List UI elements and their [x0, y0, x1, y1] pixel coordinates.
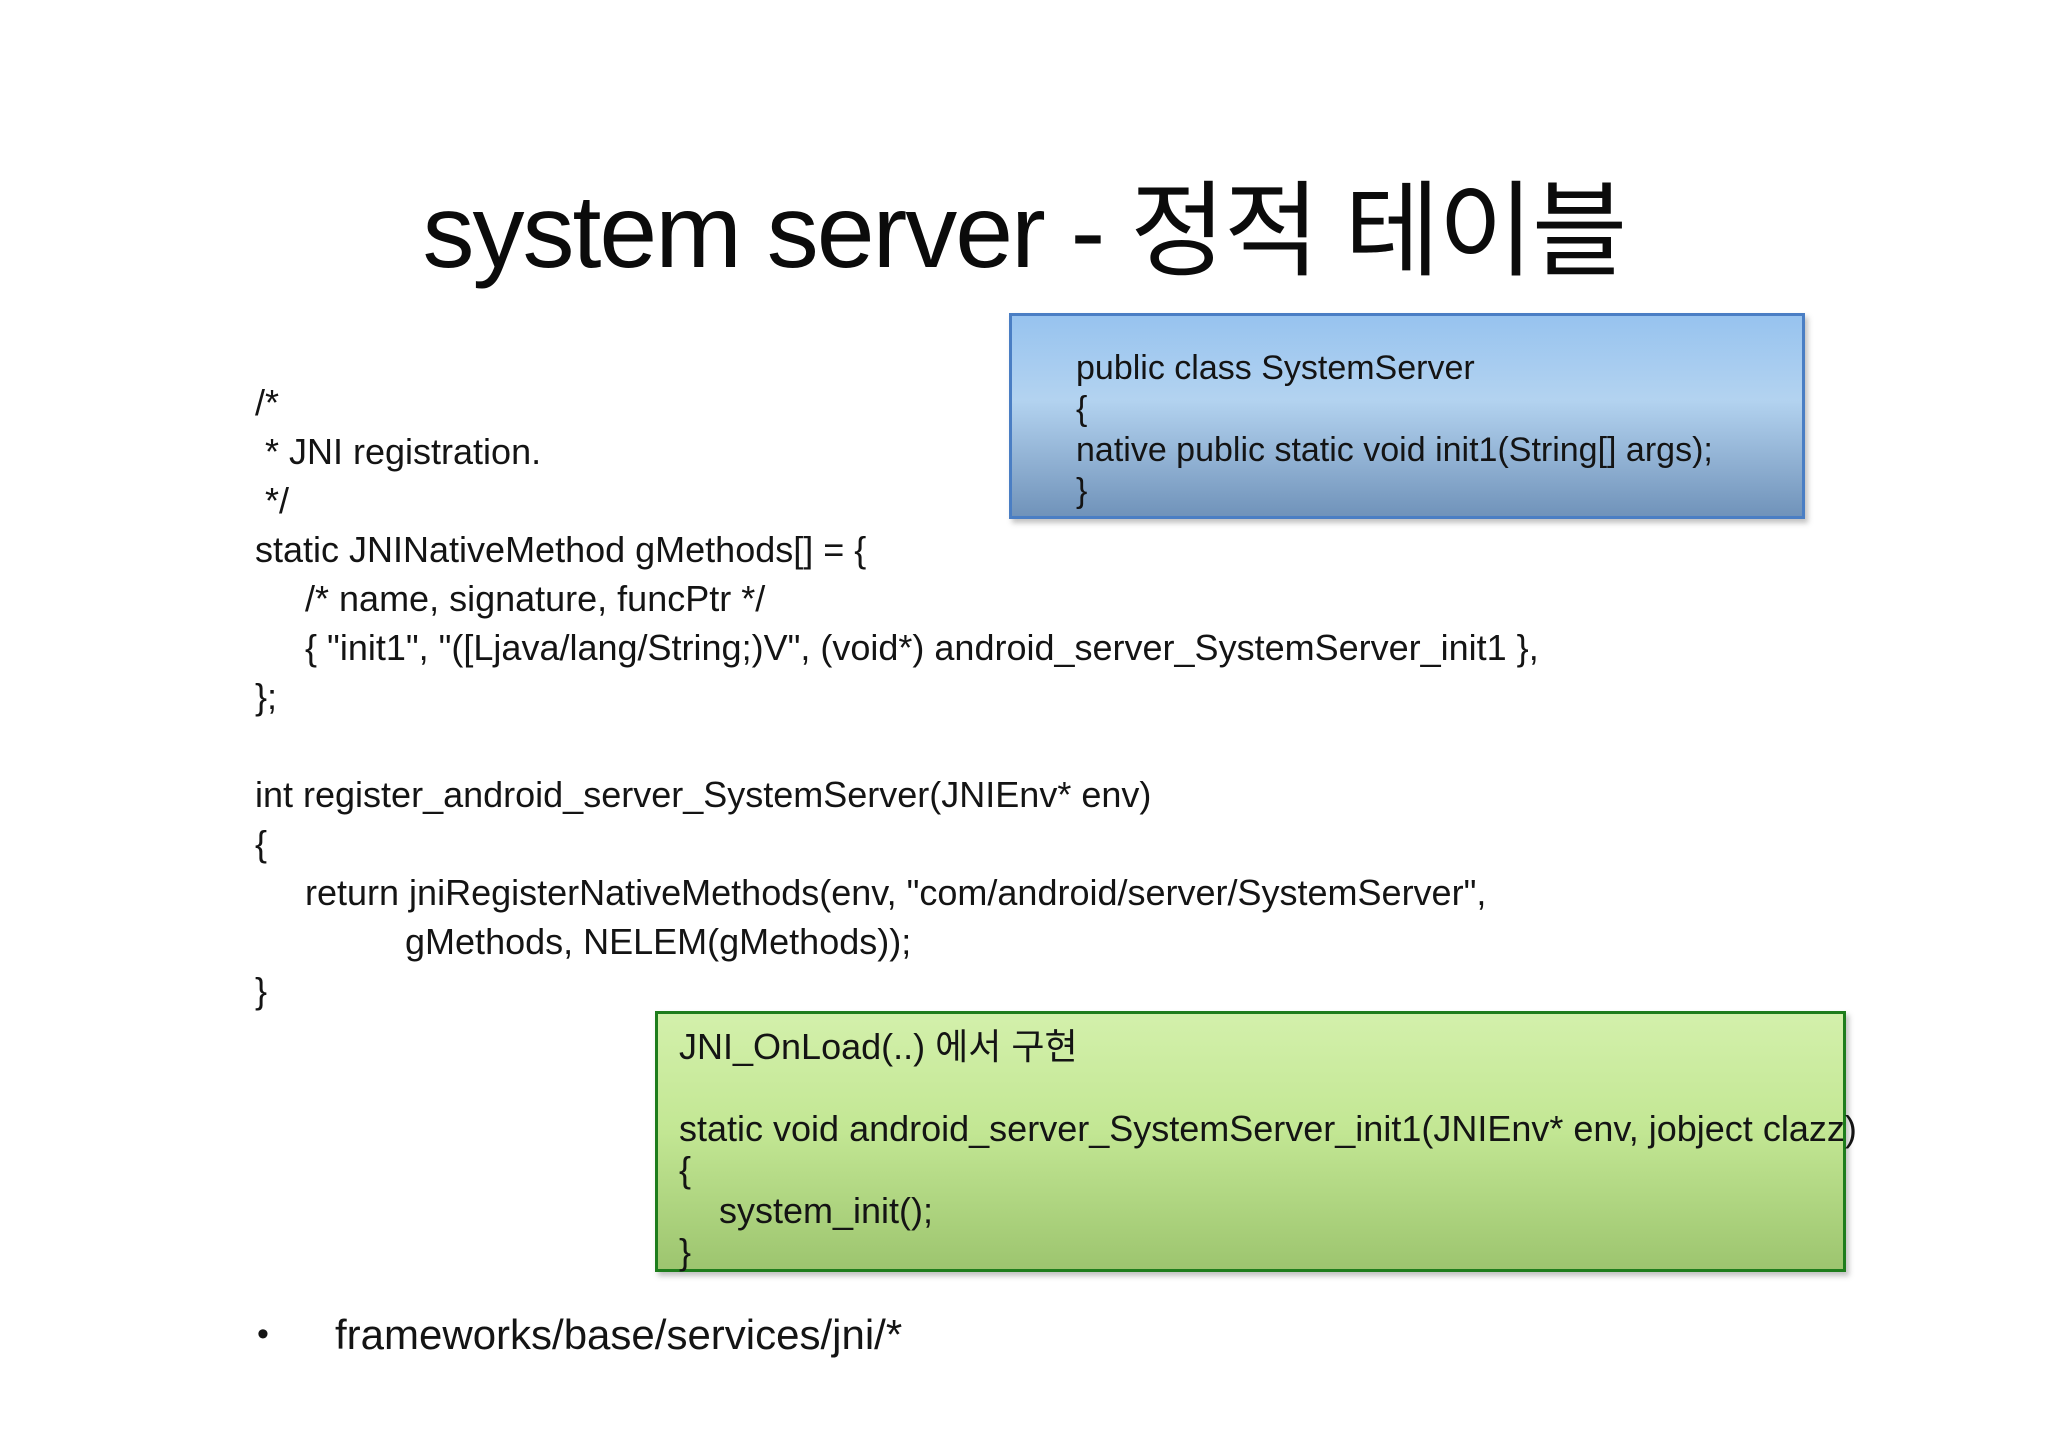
native-init1-implementation-callout-box: JNI_OnLoad(..) 에서 구현 static void android…: [655, 1011, 1857, 1272]
source-path-bullet-item: • frameworks/base/services/jni/*: [257, 1308, 902, 1361]
jni-registration-code-block: /* * JNI registration. */ static JNINati…: [255, 382, 1539, 1011]
source-path-text: frameworks/base/services/jni/*: [335, 1311, 903, 1358]
java-systemserver-code: public class SystemServer { native publi…: [1076, 349, 1713, 510]
java-systemserver-callout-box: public class SystemServer { native publi…: [1009, 313, 1805, 519]
slide-title: system server - 정적 테이블: [422, 174, 1628, 290]
bullet-marker: •: [257, 1315, 269, 1353]
native-init1-implementation-code: JNI_OnLoad(..) 에서 구현 static void android…: [679, 1026, 1857, 1272]
